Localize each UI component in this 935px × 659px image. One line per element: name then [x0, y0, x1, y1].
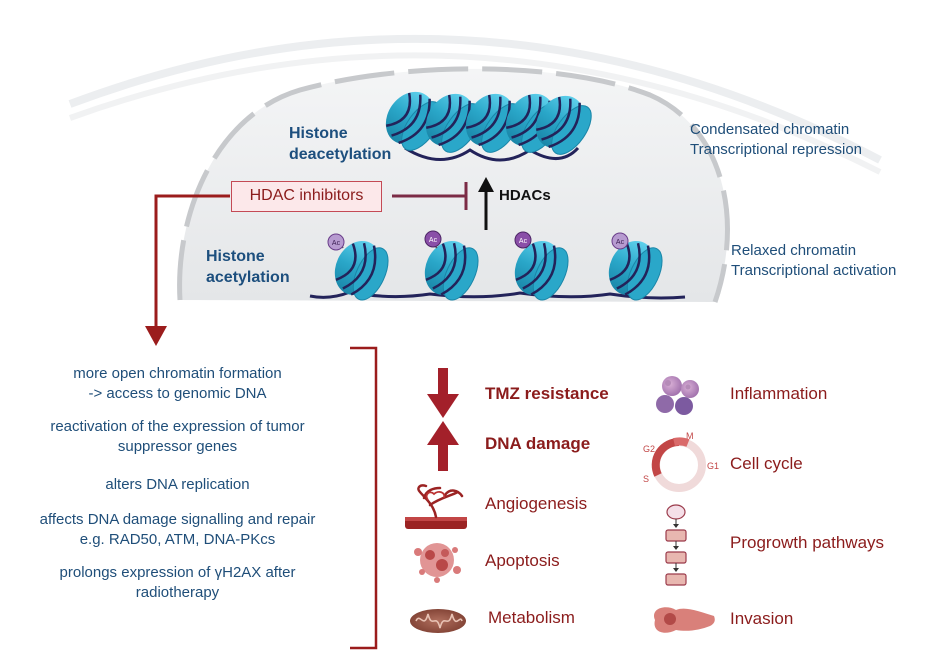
mitochondrion-icon [410, 609, 466, 633]
relaxed-chromatin-label: Relaxed chromatin [731, 242, 857, 259]
mechanism-item: more open chromatin formation -> access … [73, 365, 282, 402]
dna-damage-label: DNA damage [485, 434, 591, 453]
mechanism-item: reactivation of the expression of tumor … [50, 418, 305, 455]
svg-text:Ac: Ac [429, 237, 438, 244]
inflammation-icon [656, 376, 699, 415]
hdac-inhibitors-label: HDAC inhibitors [249, 187, 364, 204]
inflammation-label: Inflammation [730, 384, 828, 403]
transcriptional-repression-label: Transcriptional repression [690, 141, 863, 158]
phase-g1-label: G1 [707, 461, 719, 471]
nucleosome [608, 240, 663, 301]
progrowth-pathways-label: Progrowth pathways [730, 533, 885, 552]
svg-text:Ac: Ac [332, 240, 341, 247]
mechanism-item: prolongs expression of γH2AX after radio… [59, 564, 296, 601]
condensed-chromatin-label: Condensated chromatin [690, 121, 850, 138]
increase-arrow-icon [427, 421, 459, 471]
apoptosis-label: Apoptosis [485, 551, 560, 570]
hdacs-arrow [478, 177, 494, 230]
relaxed-chromatin: Ac Ac Ac Ac [309, 230, 686, 301]
svg-text:Ac: Ac [519, 238, 528, 245]
metabolism-label: Metabolism [488, 608, 575, 627]
apoptosis-icon [414, 543, 461, 583]
nucleus [177, 66, 730, 303]
cell-cycle-label: Cell cycle [730, 454, 803, 473]
phase-g2-label: G2 [643, 444, 655, 454]
angiogenesis-icon [405, 484, 467, 529]
angiogenesis-label: Angiogenesis [485, 494, 588, 513]
phase-m-label: M [686, 431, 694, 441]
acetyl-tag: Ac [611, 232, 629, 250]
mechanism-item: alters DNA replication [105, 476, 250, 493]
mechanism-list: more open chromatin formation -> access … [0, 364, 355, 603]
cell-membrane [68, 34, 882, 175]
condensed-chromatin [385, 91, 592, 162]
nucleosome [535, 95, 592, 155]
invasion-label: Invasion [730, 609, 794, 628]
acetyl-tag: Ac [514, 231, 532, 249]
nucleosome [514, 240, 569, 301]
nucleosome [424, 240, 479, 301]
deacetylation-label: Histone deacetylation [289, 125, 392, 163]
acetyl-tag: Ac [327, 233, 345, 251]
pathway-icon [665, 504, 687, 586]
mechanism-item: affects DNA damage signalling and repair… [39, 511, 316, 548]
transcriptional-activation-label: Transcriptional activation [731, 262, 897, 279]
decrease-arrow-icon [427, 368, 459, 418]
svg-text:Ac: Ac [616, 239, 625, 246]
acetyl-tag: Ac [424, 230, 442, 249]
inhibition-bar [392, 182, 468, 210]
hdacs-label: HDACs [499, 187, 551, 204]
acetylation-label: Histone acetylation [206, 248, 290, 286]
cell-cycle-icon [651, 437, 706, 492]
invasion-icon [654, 607, 715, 633]
effect-connector-arrow [145, 194, 230, 346]
hdac-inhibitors-box: HDAC inhibitors [231, 181, 382, 212]
phase-s-label: S [643, 474, 649, 484]
nucleosome [334, 240, 389, 301]
list-bracket [350, 346, 378, 650]
tmz-resistance-label: TMZ resistance [485, 384, 609, 403]
